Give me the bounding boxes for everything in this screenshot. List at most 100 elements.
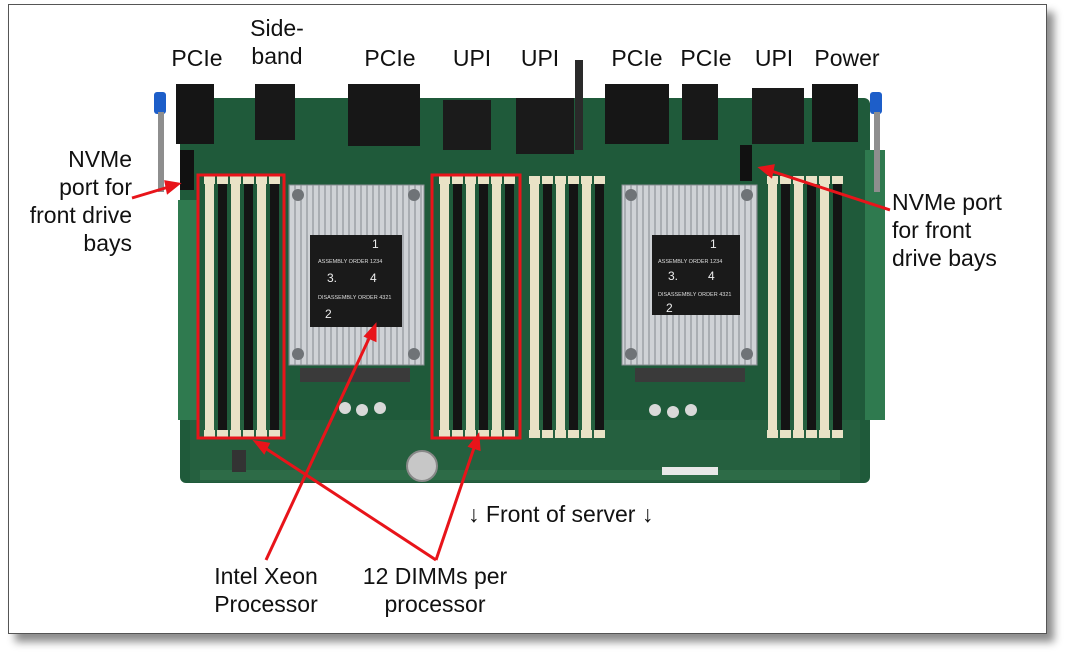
dimm-latch	[217, 176, 228, 184]
dimm-latch	[767, 176, 778, 184]
pcie-connector	[176, 84, 214, 144]
label-dimms: 12 DIMMs per processor	[362, 563, 508, 617]
dimm-slot	[492, 182, 501, 432]
heatsink-number: 2	[325, 307, 332, 321]
dimm-latch	[269, 176, 280, 184]
dimm-slot	[244, 182, 253, 432]
dimm-latch	[568, 176, 579, 184]
dimm-latch	[256, 430, 267, 438]
pcie-connector	[605, 84, 669, 144]
dimm-latch	[504, 176, 515, 184]
dimm-slot	[595, 182, 604, 432]
dimm-latch	[465, 430, 476, 438]
power-connector	[812, 84, 858, 142]
top-connectors	[176, 60, 858, 154]
dimm-latch	[542, 176, 553, 184]
label-processor: Intel Xeon Processor	[214, 563, 318, 617]
dimm-slot	[569, 182, 578, 432]
dimm-slot	[768, 182, 777, 432]
dimm-latch	[204, 176, 215, 184]
capacitors	[232, 368, 745, 482]
heatsink-assembly-text: ASSEMBLY ORDER 1234	[658, 259, 722, 265]
dimm-slot	[556, 182, 565, 432]
dimm-latch	[452, 176, 463, 184]
dimm-slot	[218, 182, 227, 432]
label-pcie: PCIe	[364, 45, 416, 71]
upi-connector	[443, 100, 491, 150]
dimm-latch	[256, 176, 267, 184]
dimm-slot	[543, 182, 552, 432]
dimm-highlight-box-left	[196, 173, 286, 440]
label-nvme-left: NVMe port for front drive bays	[29, 146, 132, 256]
upi-connector	[752, 88, 804, 144]
heatsink-number: 1	[710, 237, 717, 251]
heatsink-disassembly-text: DISASSEMBLY ORDER 4321	[658, 292, 731, 298]
dimm-slot	[231, 182, 240, 432]
dimm-latch	[581, 430, 592, 438]
blue-handle	[154, 92, 882, 192]
dimm-latch	[581, 176, 592, 184]
heatsink-left: 1 ASSEMBLY ORDER 1234 3. 4 DISASSEMBLY O…	[288, 184, 425, 366]
dimm-latch	[806, 430, 817, 438]
label-upi: UPI	[754, 45, 794, 71]
heatsink-number: 1	[372, 237, 379, 251]
heatsink-assembly-text: ASSEMBLY ORDER 1234	[318, 259, 382, 265]
dimm-latch	[832, 430, 843, 438]
dimm-slots	[204, 176, 843, 438]
dimm-slot	[807, 182, 816, 432]
label-power: Power	[814, 45, 880, 71]
dimm-slot	[257, 182, 266, 432]
dimm-latch	[806, 176, 817, 184]
dimm-latch	[767, 430, 778, 438]
heatsink-right: 1 ASSEMBLY ORDER 1234 3. 4 DISASSEMBLY O…	[621, 184, 758, 366]
dimm-latch	[243, 430, 254, 438]
dimm-latch	[793, 430, 804, 438]
label-pcie: PCIe	[680, 45, 732, 71]
dimm-slot	[505, 182, 514, 432]
upi-connector	[516, 98, 574, 154]
dimm-slot	[781, 182, 790, 432]
dimm-latch	[204, 430, 215, 438]
dimm-slot	[794, 182, 803, 432]
dimm-latch	[819, 176, 830, 184]
sideband-connector	[255, 84, 295, 140]
dimm-latch	[542, 430, 553, 438]
dimm-slot	[479, 182, 488, 432]
dimm-latch	[594, 430, 605, 438]
dimm-latch	[478, 176, 489, 184]
dimm-latch	[819, 430, 830, 438]
nvme-port-left	[180, 150, 194, 190]
dimm-latch	[230, 176, 241, 184]
dimm-latch	[780, 176, 791, 184]
dimm-latch	[243, 176, 254, 184]
label-front-of-server: ↓ Front of server ↓	[468, 501, 654, 527]
dimm-latch	[269, 430, 280, 438]
dimm-latch	[465, 176, 476, 184]
dimm-latch	[780, 430, 791, 438]
heatsink-number: 3.	[327, 271, 337, 285]
dimm-latch	[504, 430, 515, 438]
dimm-slot	[205, 182, 214, 432]
callout-lines	[131, 164, 891, 562]
label-sideband: Side- band	[250, 15, 304, 69]
dimm-latch	[217, 430, 228, 438]
dimm-slot	[833, 182, 842, 432]
dimm-slot	[530, 182, 539, 432]
label-pcie: PCIe	[171, 45, 223, 71]
pcie-connector	[348, 84, 420, 146]
label-nvme-right: NVMe port for front drive bays	[892, 189, 1002, 271]
dimm-latch	[452, 430, 463, 438]
dimm-latch	[568, 430, 579, 438]
label-pcie: PCIe	[611, 45, 663, 71]
heatsink-disassembly-text: DISASSEMBLY ORDER 4321	[318, 295, 391, 301]
dimm-latch	[439, 176, 450, 184]
dimm-latch	[555, 430, 566, 438]
dimm-latch	[529, 176, 540, 184]
dimm-latch	[491, 430, 502, 438]
dimm-latch	[491, 176, 502, 184]
dimm-slot	[582, 182, 591, 432]
dimm-latch	[529, 430, 540, 438]
heatsink-number: 3.	[668, 269, 678, 283]
dimm-slot	[466, 182, 475, 432]
